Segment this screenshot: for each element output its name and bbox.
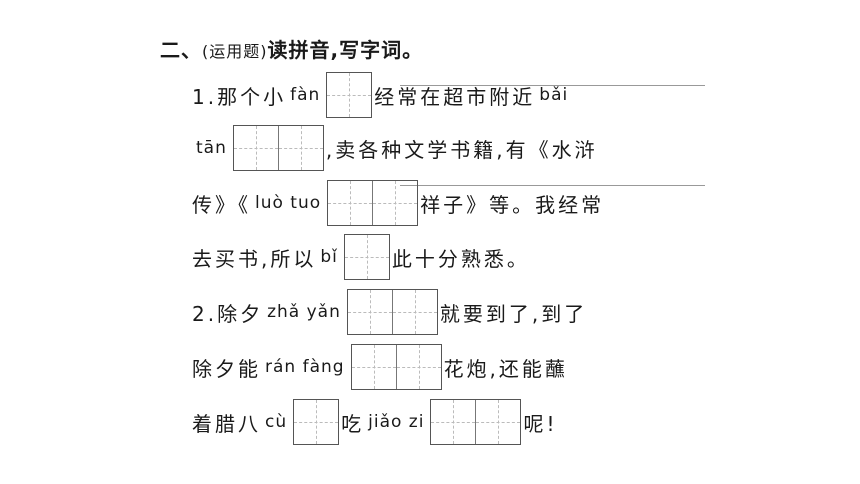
pinyin-label: cù [265, 412, 288, 432]
section-number: 二、 [160, 38, 202, 62]
answer-box-cu[interactable] [293, 399, 340, 445]
answer-box-zhayan[interactable] [346, 289, 438, 335]
line-text: 经常在超市附近 [374, 84, 536, 109]
line-text: 此十分熟悉。 [391, 246, 530, 271]
pinyin-label: jiǎo zi [368, 412, 425, 432]
guide-line [400, 185, 705, 186]
writing-cell[interactable] [277, 126, 323, 170]
answer-box-baitan[interactable] [232, 125, 324, 171]
answer-box-luotuo[interactable] [327, 180, 419, 226]
writing-cell[interactable] [372, 181, 418, 225]
writing-cell[interactable] [328, 181, 373, 225]
writing-cell[interactable] [327, 73, 372, 117]
writing-cell[interactable] [347, 290, 392, 334]
line-text: 1.那个小 [192, 84, 287, 109]
pinyin-label: tān [196, 138, 227, 158]
pinyin-label: fàn [290, 85, 321, 105]
question-line-3: 传》《 luò tuo 祥子》等。我经常 [192, 180, 604, 226]
line-text: 2.除夕 [192, 301, 264, 326]
pinyin-label: luò tuo [255, 193, 322, 213]
question-line-2: tān ,卖各种文学书籍,有《水浒 [192, 125, 598, 171]
line-text: ,卖各种文学书籍,有《水浒 [325, 137, 598, 162]
writing-cell[interactable] [431, 400, 476, 444]
writing-cell[interactable] [395, 345, 441, 389]
section-heading: 二、(运用题)读拼音,写字词。 [160, 34, 423, 63]
question-line-7: 着腊八 cù 吃 jiǎo zi 呢! [192, 399, 557, 445]
line-text: 着腊八 [192, 411, 261, 436]
writing-cell[interactable] [294, 400, 339, 444]
section-note: (运用题) [202, 42, 268, 61]
line-text: 祥子》等。我经常 [420, 192, 605, 217]
question-line-1: 1.那个小 fàn 经常在超市附近 bǎi [192, 72, 572, 118]
pinyin-label: bǎi [539, 85, 569, 105]
line-text: 传》《 [192, 192, 251, 217]
question-line-5: 2.除夕 zhǎ yǎn 就要到了,到了 [192, 289, 587, 335]
pinyin-label: rán fàng [265, 357, 345, 377]
line-text: 吃 [341, 411, 365, 436]
line-text: 去买书,所以 [192, 246, 317, 271]
guide-line [400, 85, 705, 86]
pinyin-label: bǐ [320, 247, 338, 267]
line-text: 就要到了,到了 [439, 301, 588, 326]
writing-cell[interactable] [344, 235, 389, 279]
writing-cell[interactable] [233, 126, 278, 170]
writing-cell[interactable] [475, 400, 521, 444]
answer-box-fan[interactable] [326, 72, 373, 118]
pinyin-label: zhǎ yǎn [267, 302, 341, 322]
question-line-4: 去买书,所以 bǐ 此十分熟悉。 [192, 234, 530, 280]
line-text: 花炮,还能蘸 [443, 356, 568, 381]
answer-box-jiaozi[interactable] [430, 399, 522, 445]
writing-cell[interactable] [391, 290, 437, 334]
writing-cell[interactable] [351, 345, 396, 389]
section-instruction: 读拼音,写字词。 [267, 38, 424, 62]
line-text: 呢! [523, 411, 558, 436]
line-text: 除夕能 [192, 356, 261, 381]
answer-box-ranfang[interactable] [350, 344, 442, 390]
question-line-6: 除夕能 rán fàng 花炮,还能蘸 [192, 344, 568, 390]
answer-box-bi[interactable] [343, 234, 390, 280]
